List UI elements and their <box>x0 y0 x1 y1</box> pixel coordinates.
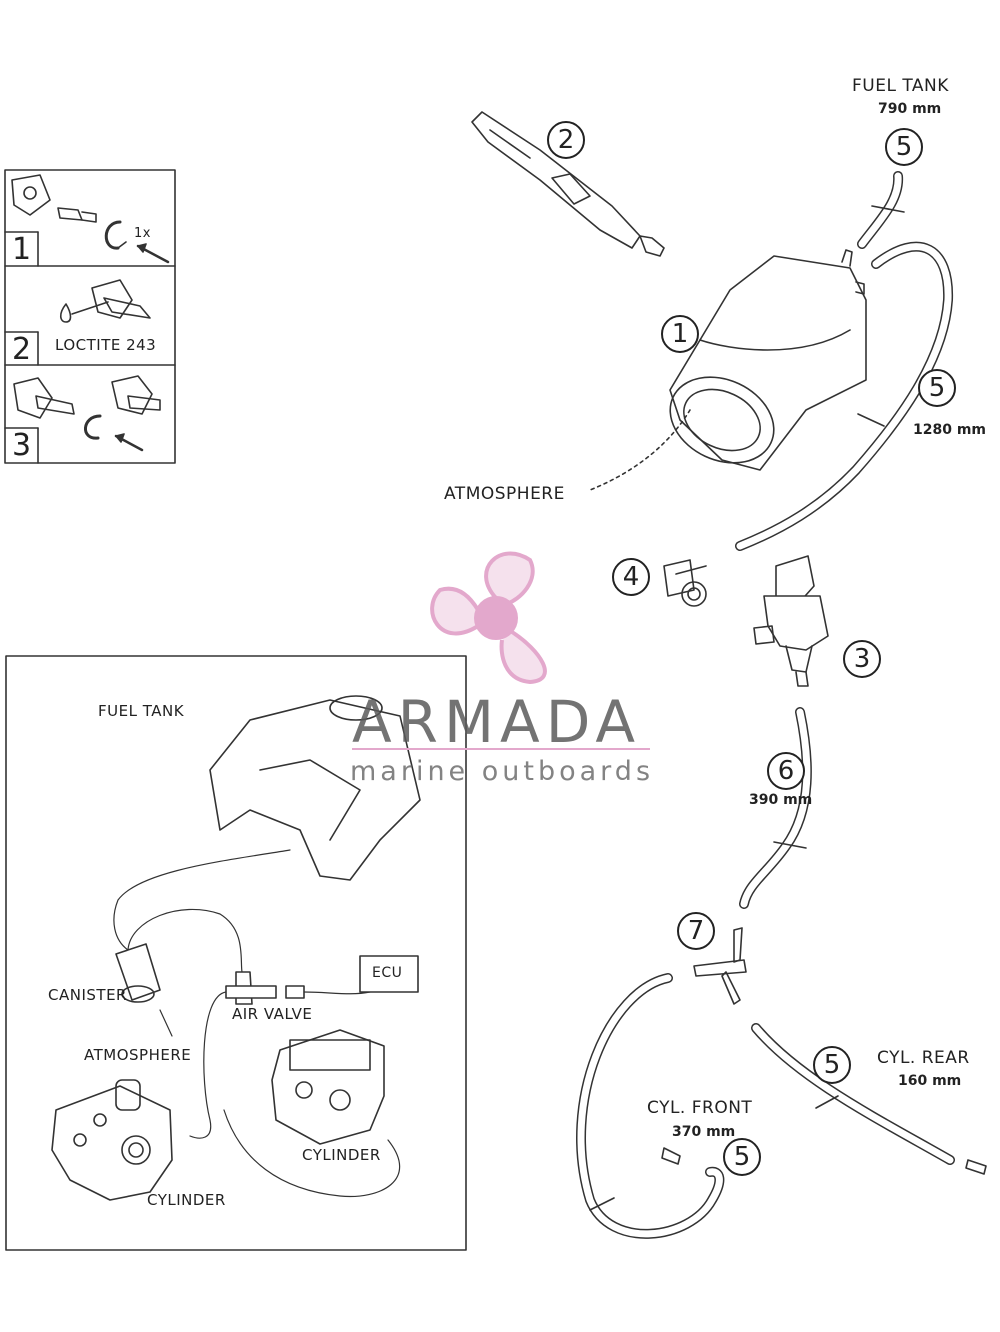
hose-cyl-front <box>576 973 725 1239</box>
inset-air-valve <box>225 971 305 1005</box>
step-1-number: 1 <box>12 232 32 267</box>
cyl-rear-length: 160 mm <box>898 1073 962 1089</box>
inset-atmosphere-label: ATMOSPHERE <box>84 1046 192 1064</box>
step-1-note: 1x <box>134 226 151 241</box>
callout-5-right: 5 <box>918 369 956 407</box>
steps-panel-frame <box>4 169 176 464</box>
hose-790 <box>857 171 905 249</box>
inset-cylinder-left <box>51 1079 173 1201</box>
step-1-drawing <box>11 174 170 264</box>
step-3-number: 3 <box>12 428 32 463</box>
step-2-number: 2 <box>12 332 32 367</box>
watermark-divider <box>352 748 650 750</box>
hose-390-length: 390 mm <box>749 792 813 808</box>
inset-hoses <box>113 849 401 1198</box>
atmosphere-label: ATMOSPHERE <box>444 484 565 504</box>
step-2-drawing <box>59 279 151 323</box>
inset-cylinder-label-left: CYLINDER <box>147 1191 226 1209</box>
watermark-subtitle: marine outboards <box>350 756 655 787</box>
step-2-note: LOCTITE 243 <box>55 336 157 354</box>
callout-5-top: 5 <box>885 128 923 166</box>
hose-390 <box>739 707 812 909</box>
inset-ecu-label: ECU <box>372 965 403 981</box>
part-3-air-valve <box>753 555 829 687</box>
callout-4: 4 <box>612 558 650 596</box>
inset-air-valve-label: AIR VALVE <box>232 1005 313 1023</box>
callout-2: 2 <box>547 121 585 159</box>
watermark-title: ARMADA <box>352 688 642 756</box>
fuel-tank-label: FUEL TANK <box>852 76 949 96</box>
callout-5-front: 5 <box>723 1138 761 1176</box>
inset-panel-frame <box>5 655 467 1251</box>
callout-1: 1 <box>661 315 699 353</box>
inset-fuel-tank <box>209 695 421 881</box>
inset-cylinder-right <box>271 1029 385 1145</box>
part-2-bracket <box>471 111 665 257</box>
hose-cyl-rear <box>751 1023 987 1175</box>
part-4-fitting <box>663 559 707 607</box>
inset-canister-label: CANISTER <box>48 986 127 1004</box>
callout-6: 6 <box>767 752 805 790</box>
callout-3: 3 <box>843 640 881 678</box>
cyl-front-length: 370 mm <box>672 1124 736 1140</box>
step-3-drawing <box>13 375 161 452</box>
part-1-canister <box>589 249 867 491</box>
cyl-rear-label: CYL. REAR <box>877 1048 970 1068</box>
inset-canister <box>115 943 161 1003</box>
cyl-front-label: CYL. FRONT <box>647 1098 753 1118</box>
fuel-tank-hose-length: 790 mm <box>878 101 942 117</box>
inset-cylinder-label-right: CYLINDER <box>302 1146 381 1164</box>
callout-5-rear: 5 <box>813 1046 851 1084</box>
hose-1280 <box>735 241 954 551</box>
inset-fuel-tank-label: FUEL TANK <box>98 702 185 720</box>
callout-7: 7 <box>677 912 715 950</box>
part-7-t-piece <box>693 927 747 1005</box>
hose-1280-length: 1280 mm <box>913 422 987 438</box>
inset-ecu <box>359 955 419 993</box>
watermark-propeller-icon <box>430 551 547 685</box>
